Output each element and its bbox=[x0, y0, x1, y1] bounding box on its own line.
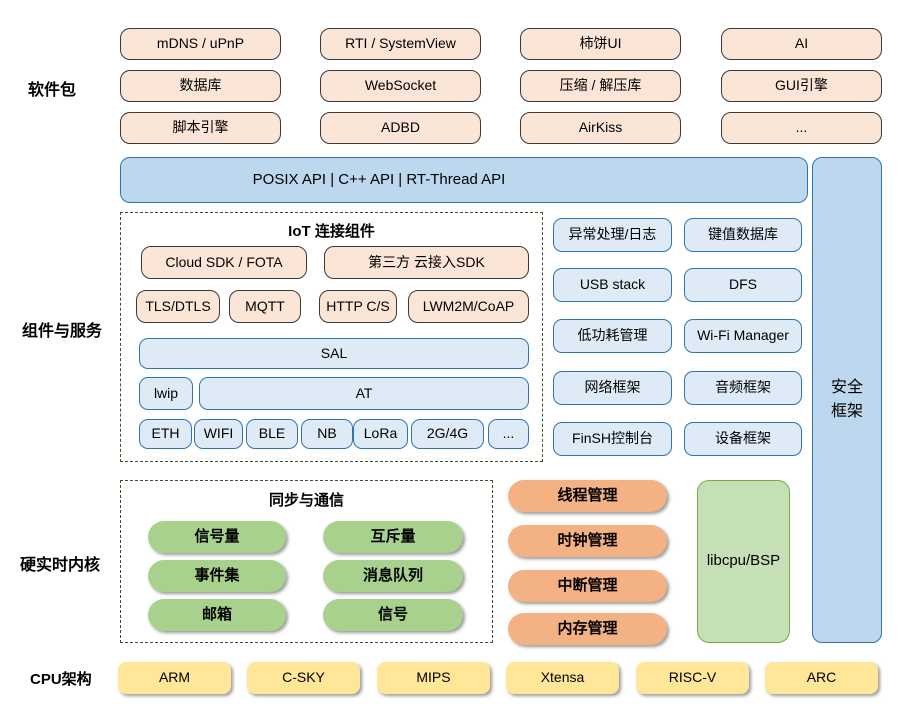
kernel-mgmt-box: 线程管理 bbox=[508, 480, 667, 512]
api-bar: POSIX API | C++ API | RT-Thread API bbox=[120, 157, 808, 203]
kernel-mgmt-box: 内存管理 bbox=[508, 613, 667, 645]
at-box: AT bbox=[199, 377, 529, 410]
section-label-kernel: 硬实时内核 bbox=[20, 557, 101, 574]
package-box: 压缩 / 解压库 bbox=[520, 70, 681, 102]
service-box: Wi-Fi Manager bbox=[684, 319, 802, 353]
kernel-mgmt-box: 时钟管理 bbox=[508, 525, 667, 557]
package-box: AirKiss bbox=[520, 112, 681, 144]
sync-item-box: 消息队列 bbox=[323, 560, 463, 592]
package-box: 柿饼UI bbox=[520, 28, 681, 60]
security-framework-line2: 框架 bbox=[830, 403, 863, 420]
sync-item-box: 事件集 bbox=[148, 560, 286, 592]
iot-cloud-sdk-box: Cloud SDK / FOTA bbox=[141, 246, 307, 279]
cpu-arch-box: C-SKY bbox=[247, 662, 360, 694]
package-box: 数据库 bbox=[120, 70, 281, 102]
link-box: WIFI bbox=[194, 419, 243, 449]
package-box: GUI引擎 bbox=[721, 70, 882, 102]
service-box: 异常处理/日志 bbox=[553, 218, 672, 252]
package-box: mDNS / uPnP bbox=[120, 28, 281, 60]
package-box: WebSocket bbox=[320, 70, 481, 102]
iot-group-title: IoT 连接组件 bbox=[288, 223, 375, 240]
package-box: ... bbox=[721, 112, 882, 144]
package-box: AI bbox=[721, 28, 882, 60]
api-bar-label: POSIX API | C++ API | RT-Thread API bbox=[252, 170, 506, 188]
iot-third-party-box: 第三方 云接入SDK bbox=[324, 246, 529, 279]
sync-item-box: 邮箱 bbox=[148, 599, 286, 631]
iot-protocol-box: MQTT bbox=[229, 290, 301, 323]
sync-item-box: 信号量 bbox=[148, 521, 286, 553]
iot-protocol-box: LWM2M/CoAP bbox=[408, 290, 529, 323]
section-label-components-services: 组件与服务 bbox=[22, 323, 103, 340]
package-box: RTI / SystemView bbox=[320, 28, 481, 60]
section-label-software-packages: 软件包 bbox=[28, 82, 77, 99]
link-box: NB bbox=[301, 419, 353, 449]
service-box: 低功耗管理 bbox=[553, 319, 672, 353]
cpu-arch-box: Xtensa bbox=[506, 662, 619, 694]
iot-group: IoT 连接组件 Cloud SDK / FOTA 第三方 云接入SDK TLS… bbox=[120, 212, 543, 462]
lwip-box: lwip bbox=[139, 377, 193, 410]
link-box: ETH bbox=[139, 419, 192, 449]
iot-protocol-box: HTTP C/S bbox=[319, 290, 397, 323]
service-box: USB stack bbox=[553, 268, 672, 302]
iot-protocol-box: TLS/DTLS bbox=[136, 290, 220, 323]
service-box: FinSH控制台 bbox=[553, 422, 672, 456]
sync-group: 同步与通信 信号量 互斥量 事件集 消息队列 邮箱 信号 bbox=[120, 480, 493, 643]
service-box: DFS bbox=[684, 268, 802, 302]
sync-item-box: 互斥量 bbox=[323, 521, 463, 553]
link-box: BLE bbox=[246, 419, 298, 449]
kernel-mgmt-box: 中断管理 bbox=[508, 570, 667, 602]
package-box: 脚本引擎 bbox=[120, 112, 281, 144]
service-box: 设备框架 bbox=[684, 422, 802, 456]
link-box: LoRa bbox=[353, 419, 408, 449]
package-box: ADBD bbox=[320, 112, 481, 144]
security-framework-line1: 安全 bbox=[830, 379, 863, 397]
sal-box: SAL bbox=[139, 338, 529, 369]
sync-item-box: 信号 bbox=[323, 599, 463, 631]
cpu-arch-box: ARC bbox=[765, 662, 878, 694]
cpu-arch-box: MIPS bbox=[377, 662, 490, 694]
libcpu-bsp-box: libcpu/BSP bbox=[697, 480, 790, 643]
service-box: 键值数据库 bbox=[684, 218, 802, 252]
link-box: 2G/4G bbox=[411, 419, 484, 449]
link-box: ... bbox=[488, 419, 529, 449]
service-box: 网络框架 bbox=[553, 371, 672, 405]
service-box: 音频框架 bbox=[684, 371, 802, 405]
cpu-arch-box: RISC-V bbox=[636, 662, 749, 694]
section-label-cpu-arch: CPU架构 bbox=[30, 671, 92, 688]
security-framework-box: 安全 框架 bbox=[812, 157, 882, 643]
cpu-arch-box: ARM bbox=[118, 662, 231, 694]
sync-group-title: 同步与通信 bbox=[268, 492, 344, 509]
